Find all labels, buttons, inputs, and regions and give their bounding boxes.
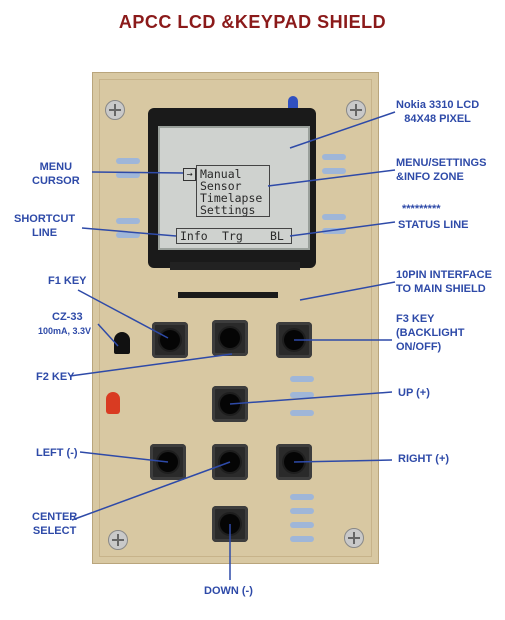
f1-key[interactable] (152, 322, 188, 358)
shortcut-f2-label: Trg (222, 229, 243, 243)
resistor (322, 154, 346, 160)
right-key[interactable] (276, 444, 312, 480)
f2-key[interactable] (212, 320, 248, 356)
resistor (290, 494, 314, 500)
red-led (106, 392, 120, 414)
shortcut-f1-label: Info (180, 229, 208, 243)
label-menu-cursor: MENU CURSOR (32, 161, 80, 187)
resistor (290, 508, 314, 514)
resistor (290, 536, 314, 542)
screw-bottom-left (108, 530, 128, 550)
lcd-menu-item-3: Timelapse (200, 191, 263, 205)
label-shortcut-line: SHORTCUT LINE (14, 213, 76, 239)
diagram-title: APCC LCD &KEYPAD SHIELD (118, 12, 387, 32)
resistor (116, 172, 140, 178)
resistor (290, 410, 314, 416)
resistor (290, 392, 314, 398)
label-down: DOWN (-) (204, 585, 253, 597)
menu-zone-box (196, 165, 270, 217)
shortcut-f3-label: BL (270, 229, 284, 243)
menu-cursor-glyph: → (183, 168, 196, 181)
label-f2-key: F2 KEY (36, 371, 75, 383)
label-cz33-spec: 100mA, 3.3V (38, 326, 92, 336)
resistor (322, 168, 346, 174)
resistor (116, 158, 140, 164)
cz33-regulator (114, 332, 130, 354)
label-f1-key: F1 KEY (48, 275, 87, 287)
resistor (116, 232, 140, 238)
label-up: UP (+) (398, 387, 430, 399)
label-f3-key: F3 KEY (BACKLIGHT ON/OFF) (396, 313, 465, 353)
label-cz33: CZ-33 (52, 311, 83, 323)
label-status-stars: ********* (402, 203, 441, 215)
screw-top-right (346, 100, 366, 120)
label-status-line: STATUS LINE (398, 219, 469, 231)
lcd-bottom-header (170, 262, 300, 270)
label-right: RIGHT (+) (398, 453, 450, 465)
label-left: LEFT (-) (36, 447, 78, 459)
screw-top-left (105, 100, 125, 120)
interface-header (178, 292, 278, 298)
label-menu-zone: MENU/SETTINGS &INFO ZONE (396, 157, 487, 183)
resistor (116, 218, 140, 224)
lcd-menu-item-4: Settings (200, 203, 256, 217)
lcd-menu-item-1: Manual (200, 167, 242, 181)
resistor (322, 228, 346, 234)
label-center-select: CENTER SELECT (32, 511, 78, 537)
resistor (290, 522, 314, 528)
lcd-screen (158, 126, 310, 250)
resistor (322, 214, 346, 220)
lcd-menu-item-2: Sensor (200, 179, 242, 193)
label-lcd-model: Nokia 3310 LCD 84X48 PIXEL (396, 99, 480, 125)
label-interface: 10PIN INTERFACE TO MAIN SHIELD (396, 269, 492, 295)
screw-bottom-right (344, 528, 364, 548)
top-led (288, 96, 298, 110)
resistor (290, 376, 314, 382)
